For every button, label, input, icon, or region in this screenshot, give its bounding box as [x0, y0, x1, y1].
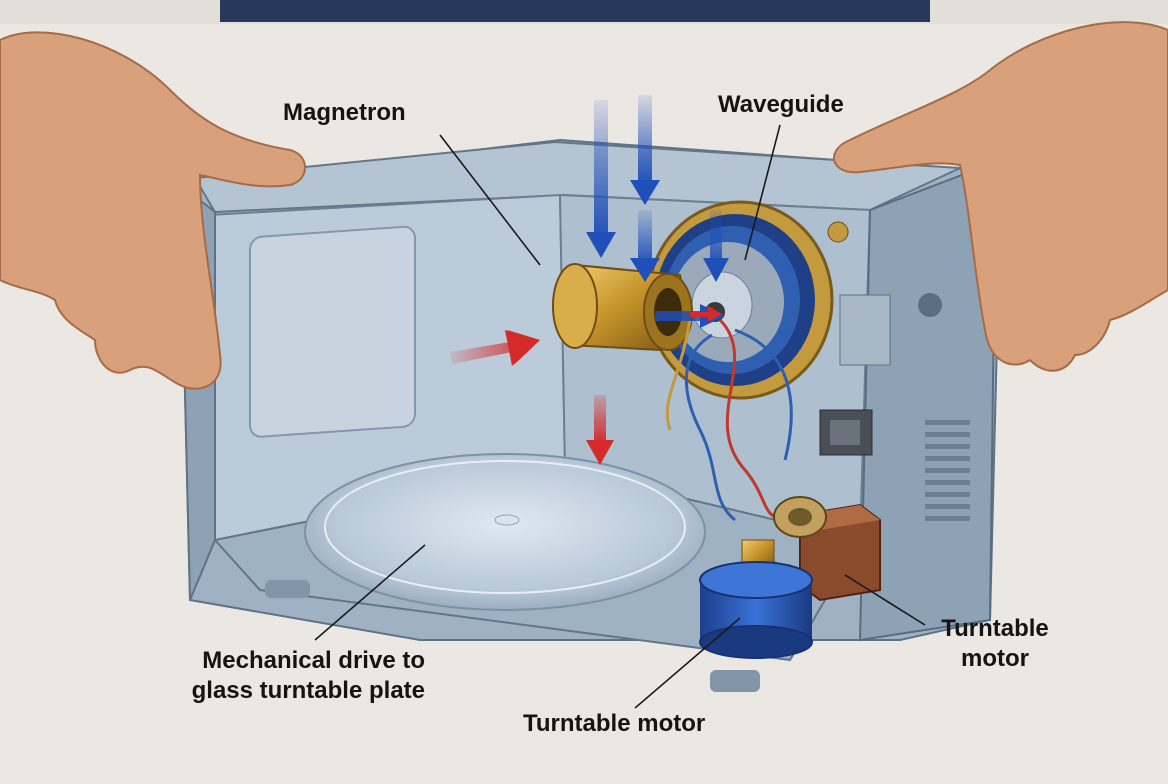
- motor-bottom-leader-line: [634, 617, 741, 709]
- control-switches: [819, 221, 891, 456]
- mechanical-drive-label: Mechanical drive to glass turntable plat…: [140, 646, 425, 706]
- waveguide-leader-line: [744, 124, 781, 261]
- turntable-motor-right-label-line1: Turntable: [941, 615, 1049, 642]
- vent-slots: [925, 420, 970, 521]
- wiring: [665, 318, 793, 522]
- bottom-turntable-motor: [699, 539, 813, 659]
- mechanical-drive-label-line1: Mechanical drive to: [202, 647, 425, 674]
- microwave-housing: [178, 138, 1002, 692]
- right-turntable-motor: [773, 496, 827, 538]
- waveguide-assembly: [646, 200, 834, 400]
- blue-arrow-icon: [586, 100, 616, 258]
- red-arrow-icon: [690, 306, 722, 322]
- blue-arrow-icon: [630, 210, 660, 282]
- magnetron-leader-line: [439, 134, 541, 266]
- left-hand: [0, 31, 306, 390]
- magnetron-assembly: [552, 263, 693, 352]
- red-arrow-icon: [586, 395, 614, 465]
- right-hand: [833, 21, 1168, 372]
- leader-lines: [314, 124, 926, 709]
- red-arrow-icon: [450, 330, 540, 366]
- turntable-motor-bottom-label: Turntable motor: [523, 710, 706, 737]
- person-shirt: [220, 0, 930, 22]
- drive-leader-line: [314, 544, 426, 641]
- mechanical-drive-label-line2: glass turntable plate: [191, 677, 425, 704]
- blue-arrow-icon: [630, 95, 660, 205]
- motor-right-leader-line: [844, 574, 926, 626]
- blue-arrow-icon: [703, 210, 729, 282]
- turntable-motor-right-label-line2: motor: [961, 645, 1029, 672]
- magnetron-label: Magnetron: [283, 99, 406, 126]
- waveguide-label: Waveguide: [718, 91, 844, 118]
- turntable-motor-right-label: Turntable motor: [920, 614, 1070, 674]
- turntable-plate: [304, 453, 706, 611]
